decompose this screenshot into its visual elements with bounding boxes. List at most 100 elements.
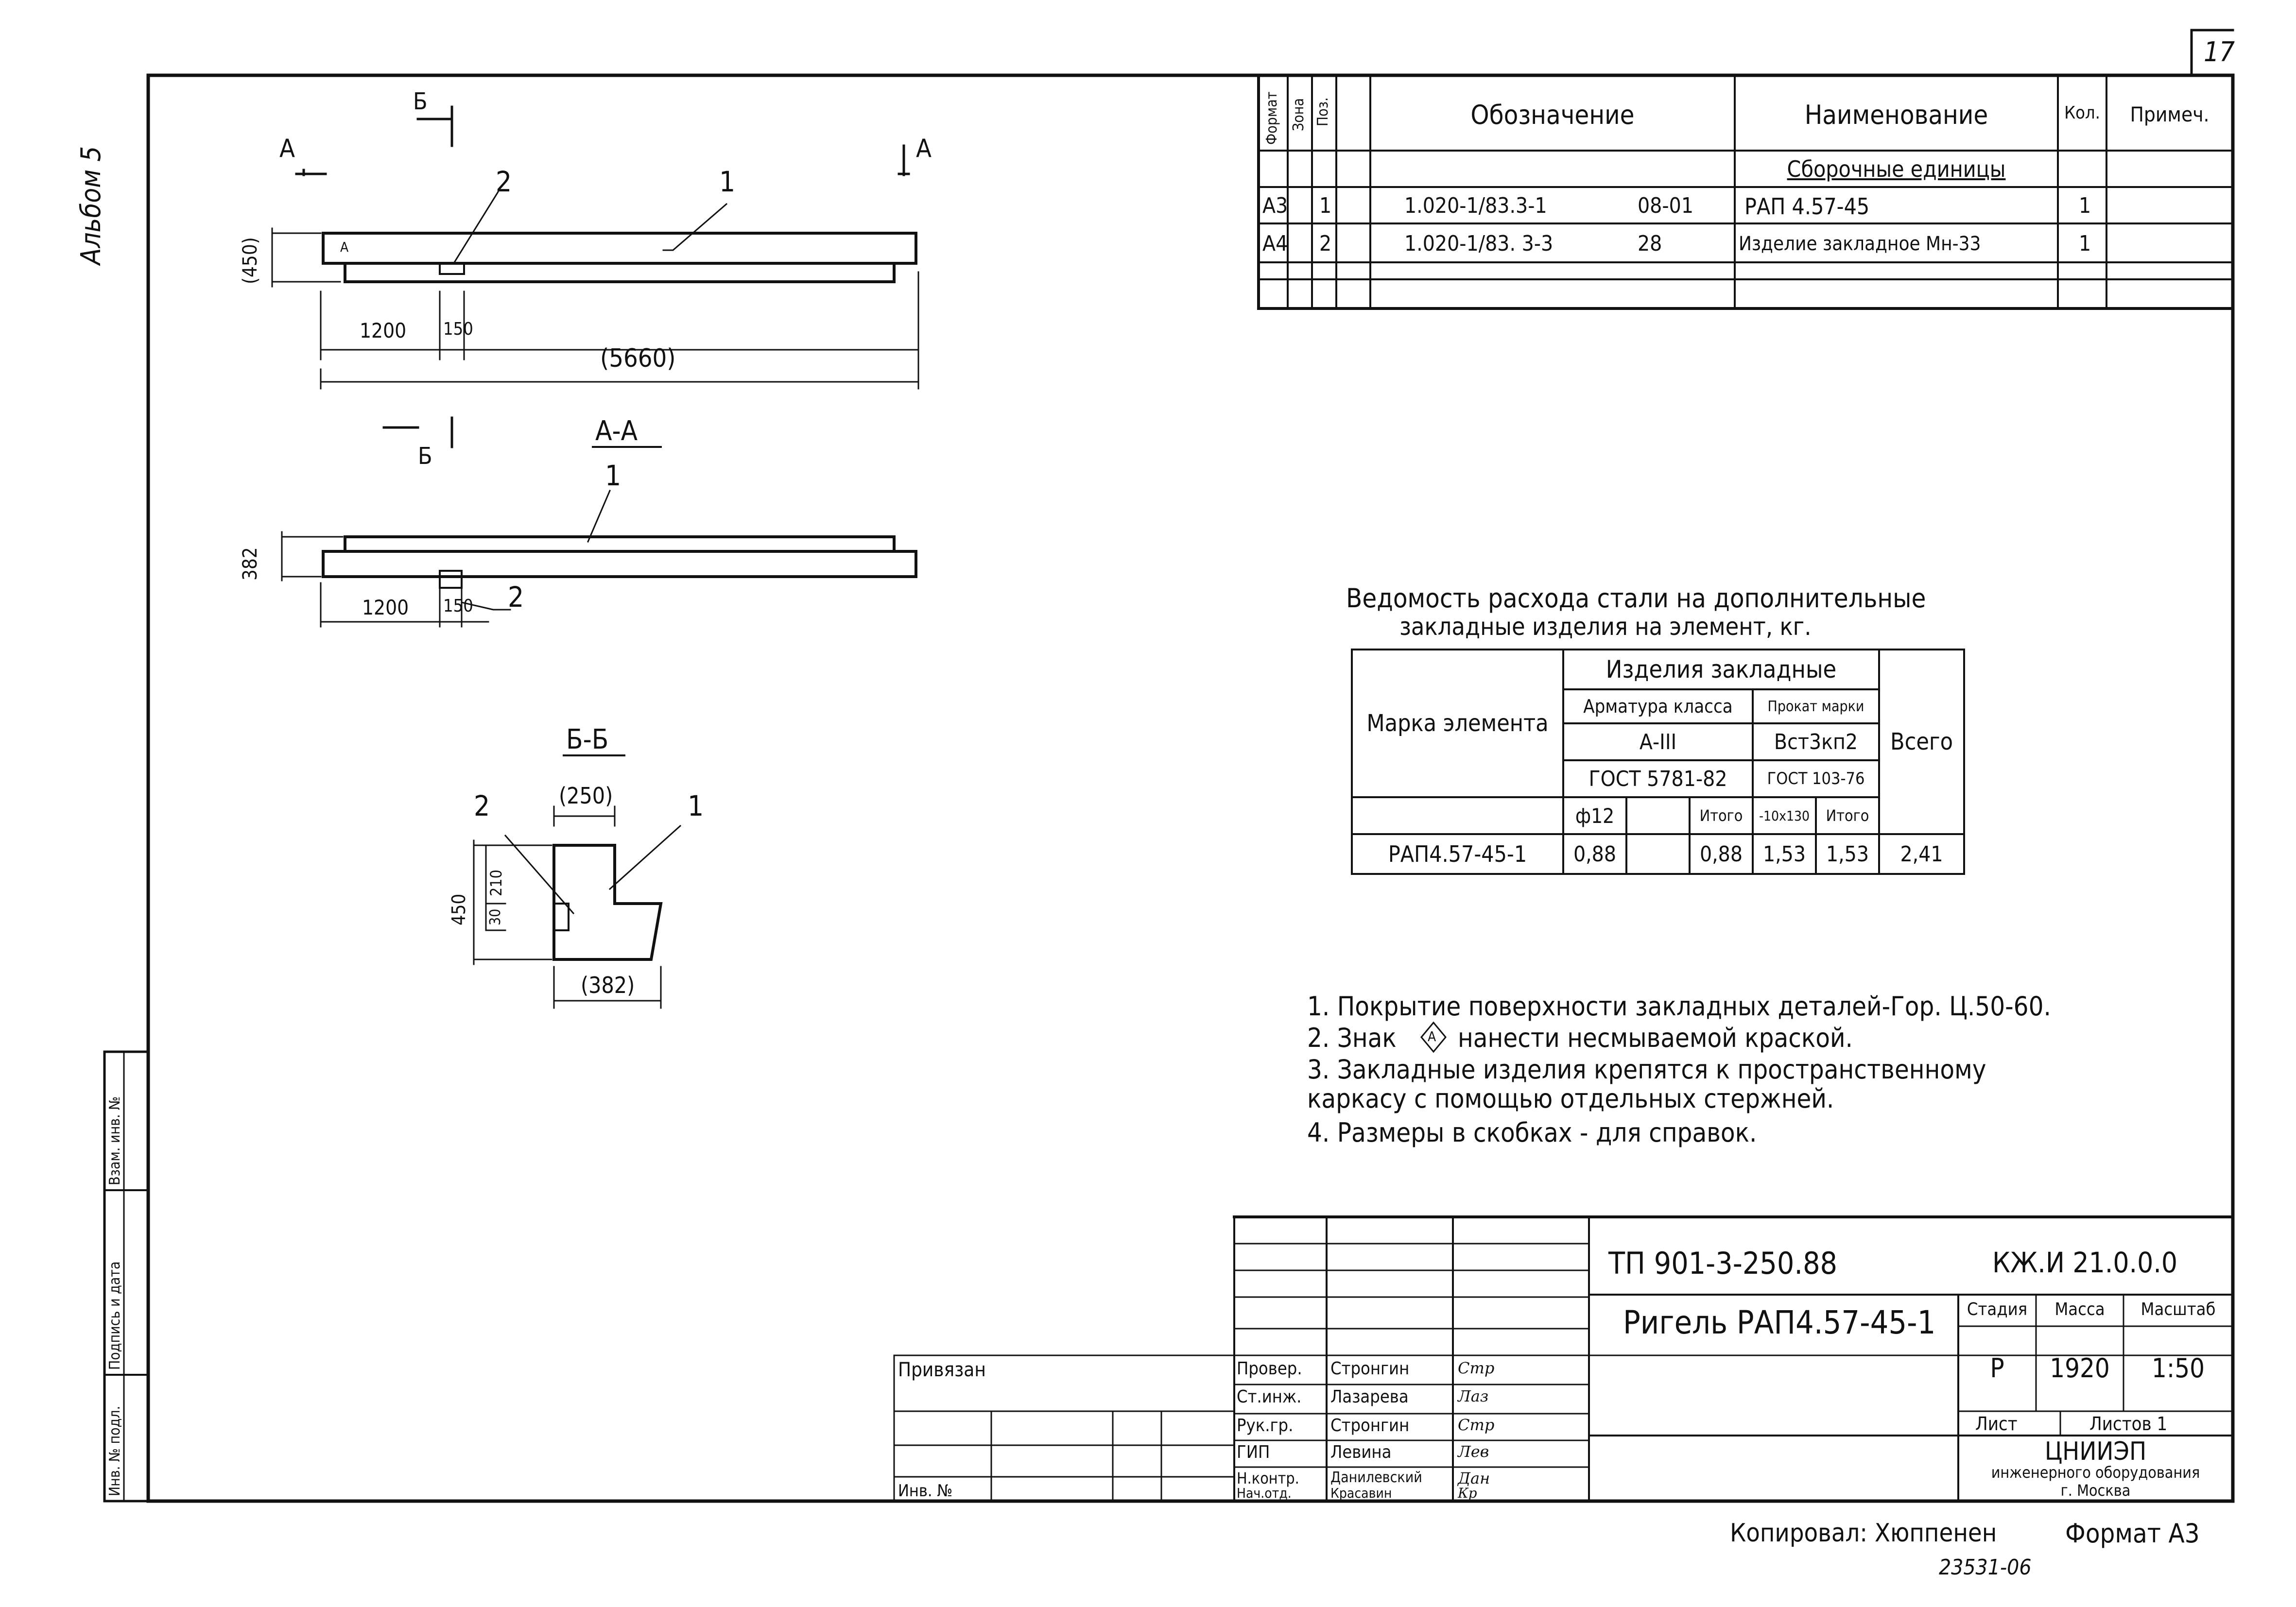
spec-r1-name: РАП 4.57-45 xyxy=(1744,193,1870,220)
spec-h-note: Примеч. xyxy=(2130,103,2210,126)
pos1-elev: 1 xyxy=(719,165,736,198)
spec-r1-designation: 1.020-1/83.3-1 xyxy=(1404,193,1547,218)
spec-r2-pos: 2 xyxy=(1319,231,1332,256)
page-number: 17 xyxy=(2204,36,2235,68)
note-3-cont: каркасу с помощью отдельных стержней. xyxy=(1307,1083,1834,1114)
spec-h-zone: Зона xyxy=(1290,98,1307,131)
spec-r2-format: А4 xyxy=(1262,231,1288,256)
aa-dim-1200: 1200 xyxy=(362,596,409,619)
scale-value: 1:50 xyxy=(2151,1353,2205,1384)
note-4: 4. Размеры в скобках - для справок. xyxy=(1307,1117,1757,1148)
steel-title-line2: закладные изделия на элемент, кг. xyxy=(1399,613,1812,641)
spec-r1-pos: 1 xyxy=(1319,193,1332,218)
note-2-start: 2. Знак xyxy=(1307,1023,1397,1053)
staff-sign-6: Кр xyxy=(1458,1485,1477,1501)
spec-h-format: Формат xyxy=(1263,91,1280,145)
spec-r2-qty: 1 xyxy=(2079,231,2091,256)
staff-name-1: Стронгин xyxy=(1330,1359,1410,1379)
bb-dim-bottom: (382) xyxy=(581,972,635,998)
steel-sub-phi12: ф12 xyxy=(1562,796,1627,835)
format-label: Формат А3 xyxy=(2065,1518,2200,1549)
scale-label: Масштаб xyxy=(2141,1299,2216,1319)
steel-row-mark: РАП4.57-45-1 xyxy=(1351,833,1564,875)
steel-arm-grade: А-III xyxy=(1562,722,1754,761)
note-1: 1. Покрытие поверхности закладных детале… xyxy=(1307,991,2051,1022)
org-line3: г. Москва xyxy=(2060,1481,2131,1500)
spec-r1-format: А3 xyxy=(1262,193,1288,218)
note-3: 3. Закладные изделия крепятся к простран… xyxy=(1307,1054,1986,1085)
inv-no-label: Инв. № xyxy=(898,1481,953,1501)
elev-dim-150: 150 xyxy=(443,319,473,339)
section-aa-title: А-А xyxy=(595,415,638,447)
staff-role-1: Провер. xyxy=(1237,1359,1302,1379)
cut-label-b-top: Б xyxy=(413,88,428,115)
steel-row-itogo1: 0,88 xyxy=(1689,833,1754,875)
steel-rolled-grade: Вст3кп2 xyxy=(1752,722,1880,761)
privyazan-label: Привязан xyxy=(898,1359,986,1381)
mass-value: 1920 xyxy=(2050,1353,2110,1384)
staff-sign-2: Лаз xyxy=(1458,1387,1489,1405)
spec-r1-qty: 1 xyxy=(2079,193,2091,218)
staff-name-3: Стронгин xyxy=(1330,1416,1410,1436)
elev-dim-1200: 1200 xyxy=(360,319,407,342)
bb-dim-210: 210 xyxy=(487,870,505,896)
elev-dim-height: (450) xyxy=(239,237,261,284)
staff-name-6: Красавин xyxy=(1330,1485,1392,1501)
steel-sub-size: -10х130 xyxy=(1752,796,1817,835)
copied-by: Копировал: Хюппенен xyxy=(1730,1519,1997,1548)
doc-code: ТП 901-3-250.88 xyxy=(1608,1246,1838,1281)
steel-row-total: 2,41 xyxy=(1878,833,1965,875)
spec-r2-designation: 1.020-1/83. 3-3 xyxy=(1404,231,1554,256)
staff-role-3: Рук.гр. xyxy=(1237,1416,1294,1436)
spec-h-name: Наименование xyxy=(1804,100,1988,130)
staff-role-4: ГИП xyxy=(1237,1442,1270,1462)
stage-value: Р xyxy=(1990,1353,2004,1384)
note-2-end: нанести несмываемой краской. xyxy=(1458,1023,1853,1053)
aa-dim-height: 382 xyxy=(239,547,261,581)
spec-r1-designation-suffix: 08-01 xyxy=(1638,193,1694,218)
steel-arm-class: Арматура класса xyxy=(1562,688,1754,724)
staff-sign-1: Стр xyxy=(1458,1359,1495,1377)
aa-dim-150: 150 xyxy=(443,596,473,616)
steel-col-mark: Марка элемента xyxy=(1351,649,1564,798)
bb-dim-30: 30 xyxy=(487,908,504,925)
staff-name-5: Данилевский xyxy=(1330,1469,1422,1486)
cut-label-a-left: А xyxy=(279,134,295,163)
steel-sub-itogo1: Итого xyxy=(1689,796,1754,835)
spec-section-title: Сборочные единицы xyxy=(1787,156,2006,182)
steel-title-line1: Ведомость расхода стали на дополнительны… xyxy=(1346,583,1926,614)
spec-h-designation: Обозначение xyxy=(1470,100,1635,130)
steel-row-itogo2: 1,53 xyxy=(1815,833,1880,875)
steel-row-size: 1,53 xyxy=(1752,833,1817,875)
marker-a-elev: А xyxy=(340,239,349,255)
steel-total-header: Всего xyxy=(1878,649,1965,835)
side-inv-orig: Инв. № подл. xyxy=(106,1405,123,1496)
section-bb-title: Б-Б xyxy=(566,724,609,755)
pos2-aa: 2 xyxy=(508,581,524,614)
pos1-bb: 1 xyxy=(688,789,704,822)
sheet-title: Ригель РАП4.57-45-1 xyxy=(1623,1304,1936,1341)
staff-name-4: Левина xyxy=(1330,1442,1392,1462)
bb-dim-top: (250) xyxy=(559,783,613,809)
spec-r2-designation-suffix: 28 xyxy=(1638,231,1662,256)
elev-dim-length: (5660) xyxy=(600,344,676,373)
archive-number: 23531-06 xyxy=(1939,1555,2032,1580)
org-line1: ЦНИИЭП xyxy=(2044,1437,2147,1466)
steel-table: Марка элемента Изделия закладные Всего А… xyxy=(1351,649,1965,875)
staff-role-6: Нач.отд. xyxy=(1237,1485,1292,1501)
steel-group: Изделия закладные xyxy=(1562,649,1880,690)
steel-rolled-gost: ГОСТ 103-76 xyxy=(1752,759,1880,798)
bb-dim-450: 450 xyxy=(448,893,469,925)
album-label: Альбом 5 xyxy=(75,146,107,265)
staff-sign-3: Стр xyxy=(1458,1416,1495,1434)
note-2-marker: А xyxy=(1428,1028,1436,1044)
staff-role-5: Н.контр. xyxy=(1237,1469,1299,1487)
staff-sign-5: Дан xyxy=(1458,1469,1490,1487)
side-sign-date: Подпись и дата xyxy=(106,1261,123,1370)
side-replace-inv: Взам. инв. № xyxy=(106,1096,123,1185)
steel-rolled-mark: Прокат марки xyxy=(1752,688,1880,724)
sheet-label: Лист xyxy=(1975,1413,2018,1435)
mass-label: Масса xyxy=(2054,1299,2105,1319)
sheets-label: Листов 1 xyxy=(2089,1413,2168,1435)
